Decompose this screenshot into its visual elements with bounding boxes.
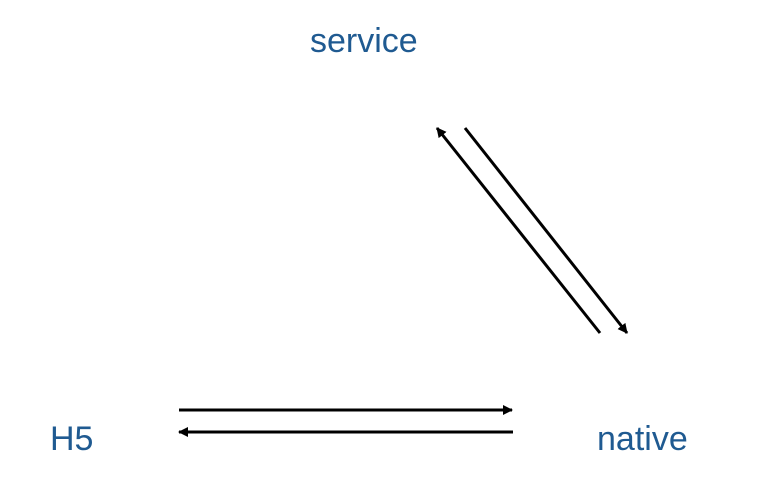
node-label-h5: H5 [50, 420, 94, 458]
arrow-service-to-native [463, 127, 629, 334]
arrow-native-to-service [435, 127, 602, 334]
node-label-service: service [310, 22, 418, 60]
node-label-native: native [597, 420, 688, 458]
